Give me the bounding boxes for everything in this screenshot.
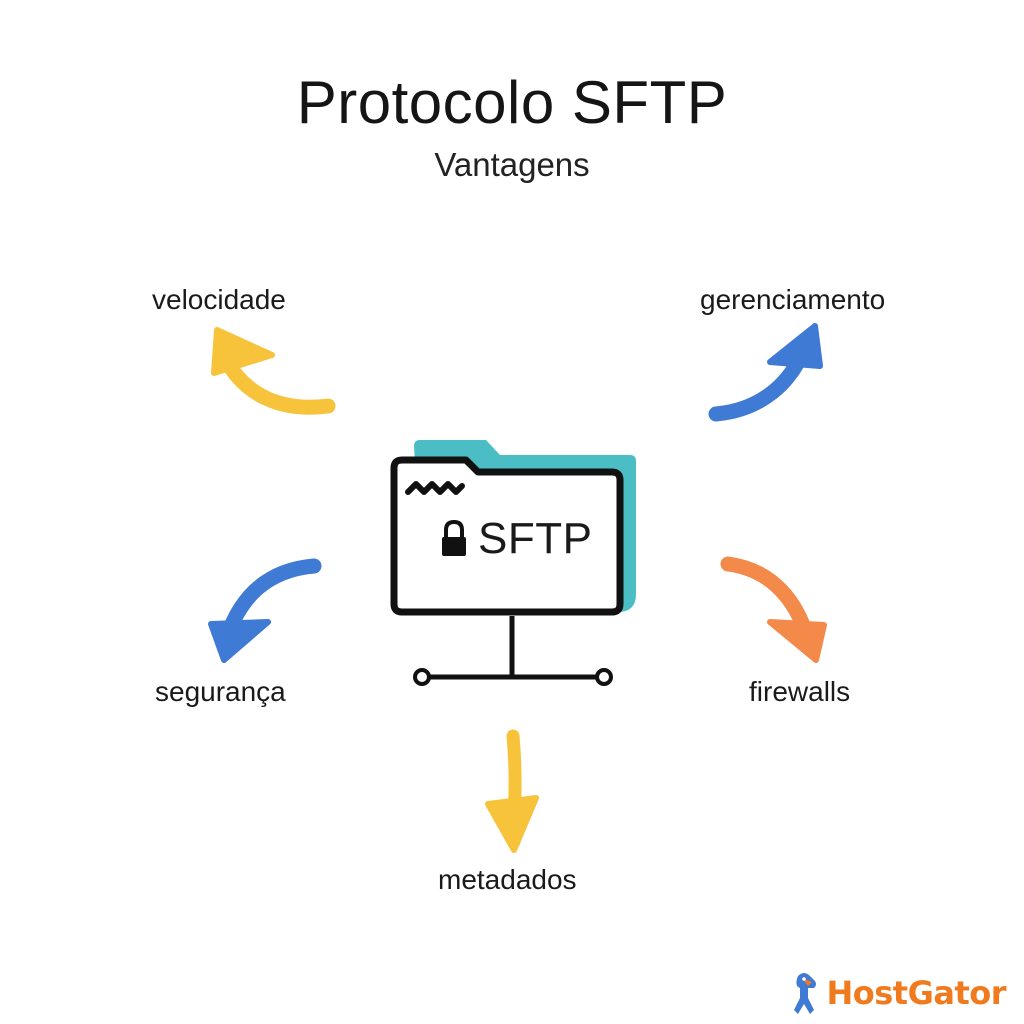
arrow-velocidade-icon — [211, 327, 336, 415]
page-subtitle: Vantagens — [434, 146, 590, 183]
lock-icon — [442, 519, 466, 556]
label-metadados: metadados — [438, 864, 577, 895]
label-seguranca: segurança — [155, 676, 286, 707]
arrow-firewalls-icon — [720, 556, 827, 663]
arrow-metadados-icon — [485, 729, 539, 853]
label-gerenciamento: gerenciamento — [700, 284, 886, 315]
gator-mascot-icon — [794, 973, 817, 1014]
label-velocidade: velocidade — [152, 284, 286, 315]
arrow-seguranca-icon — [208, 558, 322, 663]
arrow-gerenciamento-icon — [708, 323, 823, 422]
folder-icon — [390, 440, 636, 616]
sftp-label: SFTP — [478, 514, 593, 563]
hostgator-logo: HostGator — [788, 968, 1006, 1018]
label-firewalls: firewalls — [749, 676, 851, 707]
network-connector — [413, 616, 613, 686]
brand-name: HostGator — [826, 974, 1006, 1012]
page-title: Protocolo SFTP — [296, 69, 728, 136]
